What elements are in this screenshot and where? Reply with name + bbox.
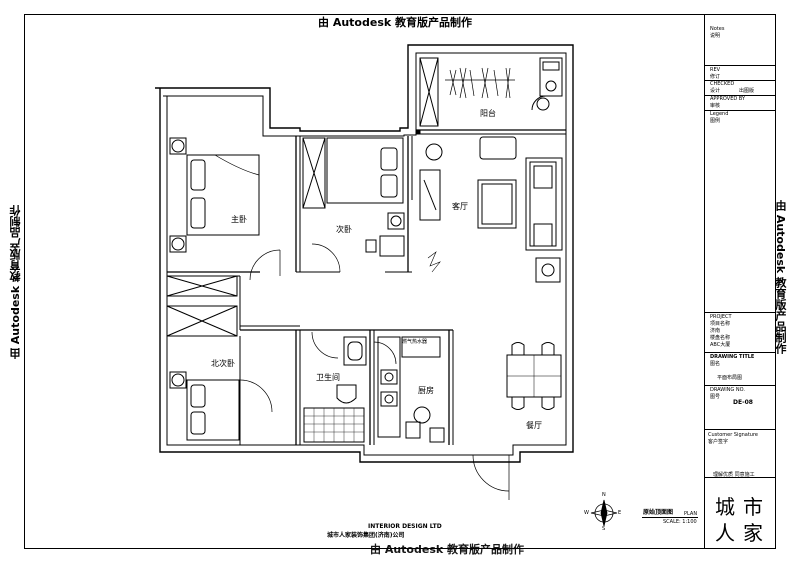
project-name-label: 楼盘名称 [710,335,731,341]
checked-label: CHECKED [710,81,735,87]
drawing-frame [24,14,776,549]
plan-title: 原始顶面图 [643,509,674,516]
room-label-dining-room: 餐厅 [526,421,542,430]
legend-label: Legend [710,111,729,117]
compass-w: W [584,510,589,516]
company-cn: 城市人家装饰集团(济南)公司 [327,532,405,539]
rev-cn: 修订 [710,74,721,80]
room-label-living-room: 客厅 [452,202,468,211]
room-label-second-bedroom: 次卧 [336,225,352,234]
customer-signature: Customer Signature [708,432,758,438]
project-cn: 项目名称 [710,321,731,327]
plan-tag: PLAN [684,511,698,517]
footer-note: 理解优质 同意施工 [713,472,755,478]
room-label-bathroom: 卫生间 [316,373,340,382]
water-heater-label: 燃气热水器 [402,339,428,345]
watermark-bottom: 由 Autodesk 教育版产品制作 [370,543,525,556]
room-label-master-bedroom: 主卧 [231,215,247,224]
drawing-no-cn: 图号 [710,394,721,400]
project-name: ABC大厦 [710,342,731,348]
company-en: INTERIOR DESIGN LTD [368,523,442,530]
legend-cn: 图例 [710,118,721,124]
plan-title-underline [642,517,698,518]
drawn-by: 出图版 [739,88,755,94]
design-label: 设计 [710,88,721,94]
compass-e: E [618,510,622,516]
customer-signature-cn: 客户签字 [708,439,729,445]
notes-label: Notes [710,26,725,32]
compass-s: S [602,526,606,532]
title-block: Notes 说明 REV 修订 CHECKED 设计 出图版 APPROVED … [704,15,776,548]
outer-walls [155,44,574,463]
compass-rose [590,499,618,527]
watermark-top: 由 Autodesk 教育版产品制作 [318,16,473,29]
approved-cn: 审核 [710,103,721,109]
drawing-no: DE-08 [733,399,753,406]
plan-scale: SCALE: 1:100 [663,519,697,525]
room-label-kitchen: 厨房 [418,386,434,395]
watermark-right: 由 Autodesk 教育版产品制作 [774,200,787,355]
project-label: PROJECT [710,314,732,320]
drawing-title-cn: 图名 [710,361,721,367]
rev-label: REV [710,67,721,73]
room-label-north-bedroom: 北次卧 [211,359,235,368]
drawing-title-label: DRAWING TITLE [710,354,755,360]
compass-n: N [602,492,606,498]
notes-cn: 说明 [710,33,721,39]
project-city: 济南 [710,328,721,334]
drawing-no-label: DRAWING NO. [710,387,745,393]
room-label-balcony: 阳台 [480,109,496,118]
approved-label: APPROVED BY [710,96,746,102]
stamp-logo: 城 市 人 家 [715,495,763,545]
drawing-title: 平面布局图 [717,375,743,381]
